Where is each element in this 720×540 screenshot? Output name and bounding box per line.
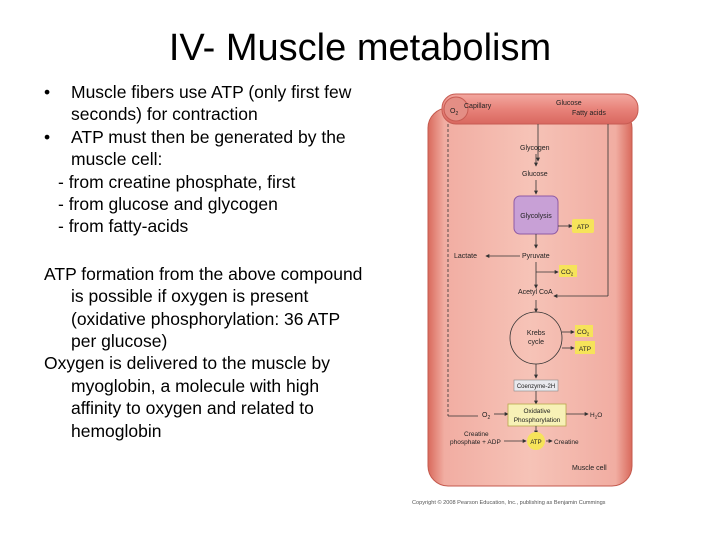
creatine-phosphate-label: Creatine — [464, 431, 489, 438]
sub-item: - from glucose and glycogen — [58, 194, 278, 215]
capillary-o2: O2 — [450, 108, 458, 117]
glycogen-label: Glycogen — [520, 145, 550, 152]
bullet-text: Muscle fibers use ATP (only first few se… — [71, 82, 352, 125]
muscle-cell-label: Muscle cell — [572, 465, 607, 472]
bullet-item: • Muscle fibers use ATP (only first few … — [44, 81, 364, 126]
copyright-text: Copyright © 2008 Pearson Education, Inc.… — [412, 499, 606, 506]
co2-badge-pyruvate — [559, 265, 577, 277]
capillary-shape — [441, 93, 639, 125]
slide-title: IV- Muscle metabolism — [168, 27, 552, 69]
atp-creatine-label: ATP — [530, 440, 541, 446]
capillary-cap — [443, 96, 469, 122]
ox-phos-label-2: Phosphorylation — [514, 417, 561, 424]
muscle-cell-shape — [427, 107, 633, 487]
oxidative-phosphorylation-box — [507, 403, 567, 427]
acetyl-coa-label: Acetyl CoA — [518, 289, 553, 296]
bullet-text: ATP must then be generated by the muscle… — [71, 126, 346, 170]
capillary-label: Capillary — [464, 103, 492, 110]
co2-badge-krebs — [575, 325, 593, 337]
atp-badge-glycolysis — [572, 219, 594, 233]
ox-phos-label-1: Oxidative — [523, 408, 550, 415]
atp-burst-creatine — [527, 432, 545, 450]
bullet-item: • ATP must then be generated by the musc… — [44, 126, 364, 171]
co2-krebs-label: CO2 — [577, 329, 590, 337]
lactate-label: Lactate — [454, 253, 477, 260]
atp-badge-krebs — [575, 341, 595, 354]
glycolysis-label: Glycolysis — [520, 213, 552, 220]
krebs-label-1: Krebs — [527, 330, 546, 337]
paragraph: ATP formation from the above compound is… — [44, 263, 363, 352]
bullet-dot: • — [44, 126, 51, 147]
text-column: • Muscle fibers use ATP (only first few … — [44, 81, 364, 442]
sub-item: - from fatty-acids — [58, 216, 189, 237]
creatine-phosphate-label-2: phosphate + ADP — [450, 439, 501, 446]
h2o-label: H2O — [590, 412, 602, 420]
creatine-label: Creatine — [554, 439, 579, 446]
o2-ox-label: O2 — [482, 412, 490, 421]
co2-pyruvate-label: CO2 — [561, 269, 574, 277]
krebs-label-2: cycle — [528, 339, 544, 346]
paragraph: Oxygen is delivered to the muscle by myo… — [44, 353, 330, 441]
metabolism-diagram: O2 Capillary Glucose Fatty acids Glycoge… — [412, 86, 644, 510]
sub-item: - from creatine phosphate, first — [58, 171, 296, 192]
coenzyme-label: Coenzyme-2H — [517, 384, 555, 390]
atp-glycolysis-label: ATP — [577, 224, 589, 231]
glucose-top-label: Glucose — [556, 100, 582, 107]
bullet-dot: • — [44, 82, 51, 102]
glucose-label: Glucose — [522, 171, 548, 178]
atp-krebs-label: ATP — [579, 346, 591, 353]
fatty-acids-label: Fatty acids — [572, 110, 606, 117]
pyruvate-label: Pyruvate — [522, 253, 550, 260]
